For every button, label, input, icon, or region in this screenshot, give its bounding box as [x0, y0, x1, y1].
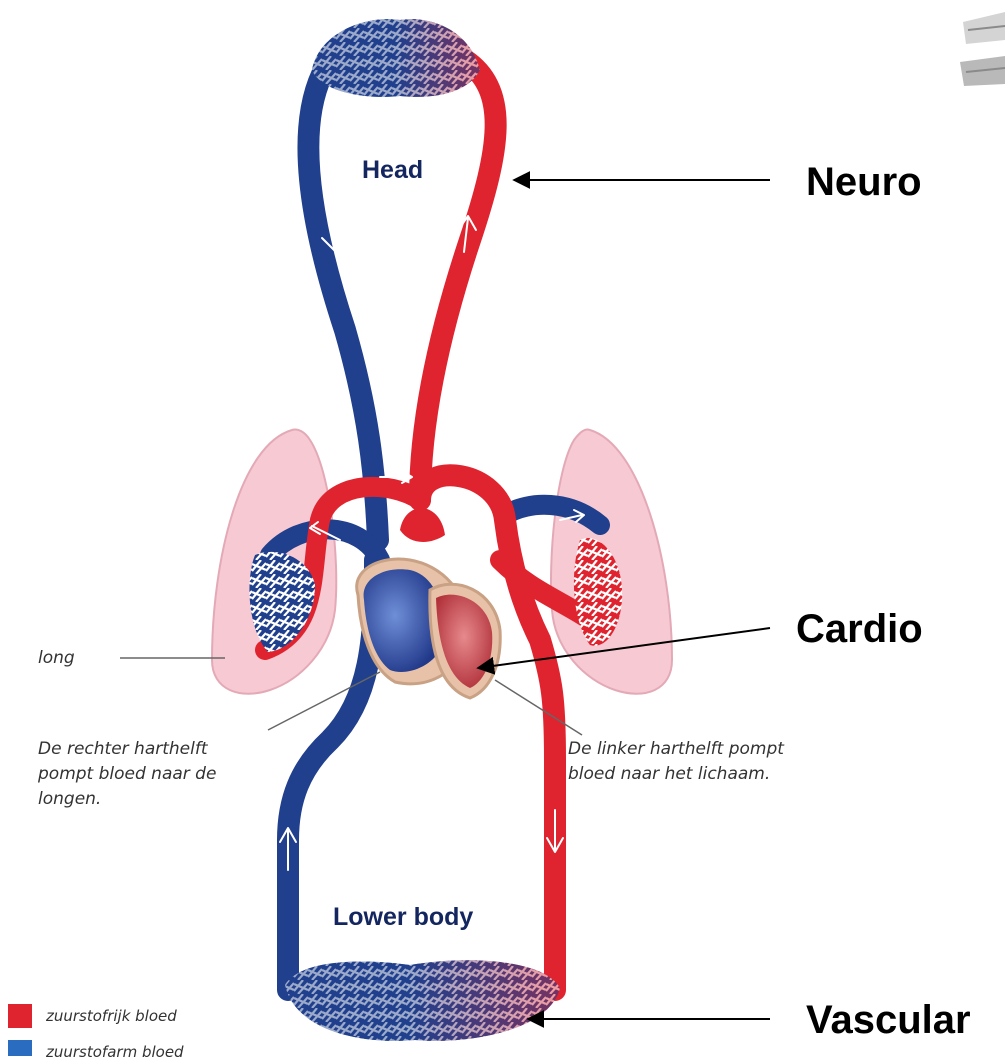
- head-label: Head: [362, 156, 423, 185]
- cardio-callout: Cardio: [796, 607, 923, 652]
- legend-swatch-deoxygenated: [8, 1040, 32, 1056]
- vascular-callout: Vascular: [806, 998, 971, 1043]
- legend: [8, 1004, 32, 1056]
- long-label: long: [38, 646, 75, 671]
- lower-body-capillary-bed: [285, 960, 560, 1041]
- left-half-note: De linker harthelft pompt bloed naar het…: [568, 737, 798, 787]
- head-capillary-bed: [312, 19, 480, 97]
- flow-arrow-aorta: [462, 516, 492, 528]
- corner-image-fragment: [960, 12, 1005, 86]
- legend-label-oxygenated: zuurstofrijk bloed: [46, 1007, 177, 1025]
- left-half-pointer: [495, 680, 582, 735]
- neuro-callout: Neuro: [806, 160, 922, 205]
- legend-swatch-oxygenated: [8, 1004, 32, 1028]
- right-half-note: De rechter harthelft pompt bloed naar de…: [38, 737, 263, 812]
- legend-label-deoxygenated: zuurstofarm bloed: [46, 1043, 184, 1061]
- lower-body-label: Lower body: [333, 903, 473, 932]
